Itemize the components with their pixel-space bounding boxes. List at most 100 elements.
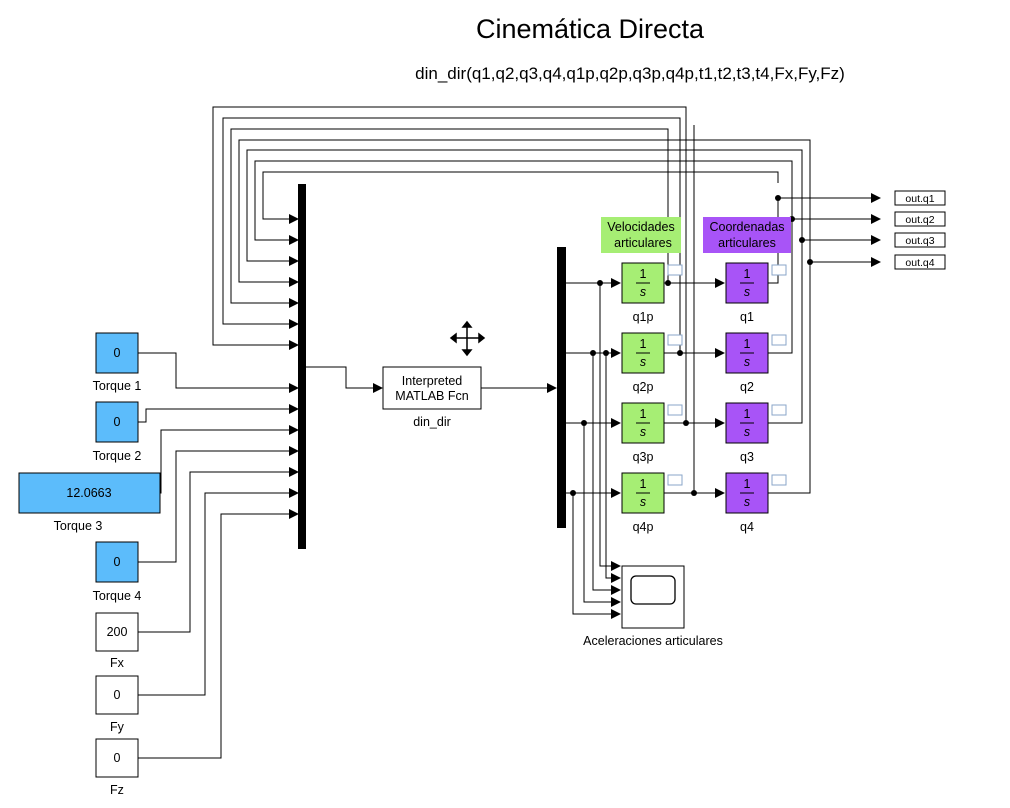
move-cursor-icon bbox=[449, 320, 486, 357]
source-torque2[interactable]: 0 bbox=[95, 401, 139, 443]
output-label: out.q1 bbox=[905, 193, 934, 205]
source-label: Torque 2 bbox=[93, 449, 142, 463]
port-icon bbox=[771, 264, 787, 276]
integrator-denominator: s bbox=[744, 495, 750, 509]
source-value: 0 bbox=[114, 751, 121, 765]
port-icon bbox=[771, 334, 787, 346]
output-out-q1[interactable]: out.q1 bbox=[894, 190, 946, 206]
port-icon bbox=[667, 474, 683, 486]
junctions bbox=[570, 195, 813, 496]
svg-text:Velocidades: Velocidades bbox=[607, 220, 674, 234]
scope-label: Aceleraciones articulares bbox=[583, 634, 723, 648]
integrator-q2p[interactable]: 1s bbox=[621, 332, 665, 374]
source-torque4[interactable]: 0 bbox=[95, 541, 139, 583]
integrator-denominator: s bbox=[640, 495, 646, 509]
integrator-numerator: 1 bbox=[744, 407, 751, 421]
integrator-denominator: s bbox=[744, 425, 750, 439]
source-torque3[interactable]: 12.0663 bbox=[18, 472, 161, 514]
wire-q1-feedback[interactable] bbox=[262, 171, 779, 224]
wire-q2-feedback[interactable] bbox=[254, 160, 793, 245]
wire-fx[interactable] bbox=[138, 467, 299, 633]
output-out-q2[interactable]: out.q2 bbox=[894, 211, 946, 227]
output-out-q4[interactable]: out.q4 bbox=[894, 254, 946, 270]
wires bbox=[138, 106, 881, 759]
wire-q3p-feedback[interactable] bbox=[212, 106, 687, 423]
integrator-numerator: 1 bbox=[744, 337, 751, 351]
wire-q4-out[interactable] bbox=[768, 257, 881, 494]
source-label: Torque 4 bbox=[93, 589, 142, 603]
matlab-fcn-block[interactable]: Interpreted MATLAB Fcn bbox=[382, 366, 482, 410]
integrator-numerator: 1 bbox=[640, 407, 647, 421]
source-torque1[interactable]: 0 bbox=[95, 332, 139, 374]
integrator-denominator: s bbox=[744, 285, 750, 299]
output-label: out.q2 bbox=[905, 214, 934, 226]
integrator-q3[interactable]: 1s bbox=[725, 402, 769, 444]
source-label: Torque 3 bbox=[54, 519, 103, 533]
wire-q2p-feedback[interactable] bbox=[222, 117, 681, 353]
wire-q3-out[interactable] bbox=[768, 235, 881, 424]
wire-q3-feedback[interactable] bbox=[246, 149, 803, 266]
source-fx[interactable]: 200 bbox=[95, 612, 139, 652]
source-value: 0 bbox=[114, 555, 121, 569]
wire-fz[interactable] bbox=[138, 509, 299, 759]
demux-block[interactable] bbox=[557, 247, 566, 528]
integrator-q1[interactable]: 1s bbox=[725, 262, 769, 304]
integrator-q3p[interactable]: 1s bbox=[621, 402, 665, 444]
integrator-denominator: s bbox=[640, 425, 646, 439]
source-label: Fx bbox=[110, 656, 125, 670]
source-value: 0 bbox=[114, 688, 121, 702]
integrator-q4p[interactable]: 1s bbox=[621, 472, 665, 514]
integrator-numerator: 1 bbox=[640, 267, 647, 281]
wire-scope-4[interactable] bbox=[572, 493, 621, 619]
port-icon bbox=[667, 334, 683, 346]
integrator-label: q1p bbox=[633, 310, 654, 324]
source-label: Torque 1 bbox=[93, 379, 142, 393]
wire-torque3[interactable] bbox=[160, 425, 299, 494]
scope-block[interactable] bbox=[621, 565, 685, 629]
integrator-label: q2 bbox=[740, 380, 754, 394]
integrator-label: q3 bbox=[740, 450, 754, 464]
integrator-denominator: s bbox=[640, 355, 646, 369]
port-icon bbox=[667, 264, 683, 276]
output-out-q3[interactable]: out.q3 bbox=[894, 232, 946, 248]
wire-torque4[interactable] bbox=[138, 446, 299, 563]
integrator-denominator: s bbox=[640, 285, 646, 299]
integrator-q4[interactable]: 1s bbox=[725, 472, 769, 514]
source-label: Fz bbox=[110, 783, 124, 797]
wire-scope-1b[interactable] bbox=[605, 353, 621, 583]
wire-q2-out[interactable] bbox=[768, 214, 881, 354]
fcn-line1: Interpreted bbox=[402, 374, 463, 388]
wire-q1p-feedback[interactable] bbox=[230, 128, 669, 308]
source-fy[interactable]: 0 bbox=[95, 675, 139, 715]
mux-block[interactable] bbox=[298, 184, 306, 549]
wire-scope-3[interactable] bbox=[583, 423, 621, 607]
diagram-title: Cinemática Directa bbox=[475, 14, 705, 44]
integrator-q2[interactable]: 1s bbox=[725, 332, 769, 374]
wire-scope-5[interactable] bbox=[599, 304, 621, 571]
outputs: out.q1 out.q2 out.q3 out.q4 bbox=[894, 190, 946, 270]
port-icon bbox=[771, 474, 787, 486]
integrator-numerator: 1 bbox=[640, 337, 647, 351]
wire-fy[interactable] bbox=[138, 488, 299, 696]
wire-scope-2[interactable] bbox=[592, 353, 621, 595]
source-fz[interactable]: 0 bbox=[95, 738, 139, 778]
output-label: out.q4 bbox=[905, 257, 934, 269]
wire-mux-to-fcn[interactable] bbox=[306, 366, 383, 393]
port-icon bbox=[667, 404, 683, 416]
annotation-coordenadas: Coordenadas articulares bbox=[703, 217, 791, 253]
wire-torque1[interactable] bbox=[138, 352, 299, 393]
fcn-label: din_dir bbox=[413, 415, 451, 429]
source-value: 0 bbox=[114, 415, 121, 429]
scope-screen-icon bbox=[630, 575, 676, 605]
integrator-numerator: 1 bbox=[744, 267, 751, 281]
wire-torque2[interactable] bbox=[138, 404, 299, 423]
source-value: 200 bbox=[107, 625, 128, 639]
integrator-label: q4p bbox=[633, 520, 654, 534]
wire-q4-feedback[interactable] bbox=[238, 139, 811, 287]
diagram-subtitle: din_dir(q1,q2,q3,q4,q1p,q2p,q3p,q4p,t1,t… bbox=[415, 64, 845, 83]
source-value: 0 bbox=[114, 346, 121, 360]
integrator-label: q3p bbox=[633, 450, 654, 464]
integrator-q1p[interactable]: 1s bbox=[621, 262, 665, 304]
